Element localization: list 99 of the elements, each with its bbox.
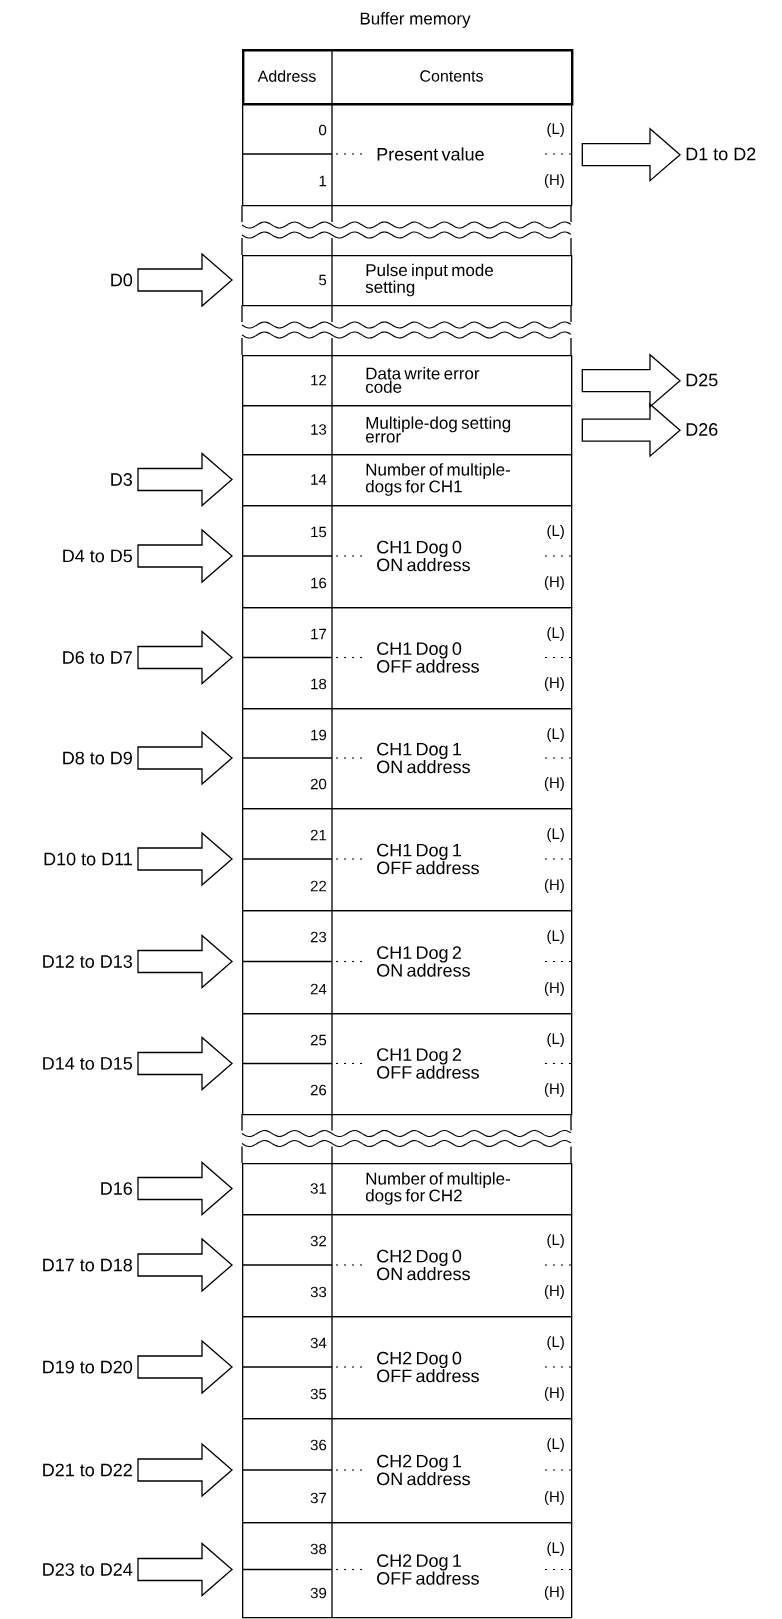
address-number: 35 [310, 1388, 327, 1400]
byte-label: (L) [547, 728, 564, 742]
block-arrow [137, 1339, 233, 1395]
address-number: 36 [310, 1439, 327, 1451]
contents-text: CH1 Dog 2 ON address [377, 946, 470, 977]
address-number: 33 [310, 1286, 327, 1298]
byte-label: (L) [547, 1336, 564, 1350]
device-label: D6 to D7 [63, 651, 132, 664]
address-number: 25 [310, 1034, 327, 1046]
contents-text: Pulse input mode setting [365, 263, 493, 297]
column-heading: Address [257, 70, 316, 82]
address-number: 0 [319, 124, 327, 136]
address-number: 5 [319, 274, 327, 286]
device-label: D4 to D5 [63, 549, 132, 563]
address-number: 12 [311, 374, 327, 386]
title: Buffer memory [360, 12, 471, 28]
byte-label: (L) [547, 525, 564, 539]
block-arrow [137, 252, 233, 308]
byte-label: (H) [544, 982, 564, 996]
device-label: D16 [101, 1182, 132, 1195]
byte-label: (L) [547, 930, 564, 944]
address-number: 21 [310, 829, 327, 841]
contents-text: CH1 Dog 2 OFF address [377, 1048, 479, 1079]
device-label: D0 [111, 273, 133, 287]
address-number: 37 [310, 1492, 327, 1504]
address-number: 16 [311, 577, 327, 589]
contents-text: CH1 Dog 0 OFF address [377, 642, 479, 673]
block-arrow [137, 528, 233, 584]
block-arrow [581, 127, 681, 183]
address-number: 13 [311, 424, 327, 435]
device-label: D21 to D22 [43, 1463, 132, 1477]
device-label: D25 [686, 373, 718, 387]
address-number: 34 [310, 1337, 327, 1349]
block-arrow [137, 934, 233, 989]
byte-label: (L) [547, 627, 564, 641]
byte-label: (H) [544, 576, 564, 590]
address-number: 17 [311, 628, 327, 640]
address-number: 32 [310, 1235, 327, 1247]
byte-label: (H) [544, 777, 564, 791]
contents-text: CH2 Dog 0 ON address [377, 1249, 470, 1281]
byte-label: (H) [544, 174, 564, 188]
device-label: D26 [686, 423, 718, 436]
contents-text: Number of multiple-dogs for CH2 [365, 1172, 510, 1205]
contents-text: Multiple-dog setting error [365, 416, 511, 443]
byte-label: (L) [547, 1234, 564, 1248]
device-label: D23 to D24 [43, 1563, 133, 1576]
device-label: D17 to D18 [43, 1258, 132, 1272]
block-arrow [137, 452, 233, 507]
contents-text: CH1 Dog 1 OFF address [377, 843, 479, 875]
contents-text: Data write error code [365, 367, 480, 393]
address-number: 20 [310, 778, 327, 790]
block-arrow [137, 730, 233, 786]
block-arrow [137, 1036, 233, 1091]
block-arrow [137, 1442, 233, 1498]
block-arrow [137, 1542, 233, 1597]
block-arrow [137, 831, 233, 887]
byte-label: (H) [544, 1586, 564, 1600]
address-number: 22 [310, 880, 327, 892]
block-arrow [137, 1237, 233, 1293]
byte-label: (L) [547, 828, 564, 842]
block-arrow [581, 402, 681, 458]
address-number: 19 [311, 729, 327, 741]
address-number: 15 [311, 526, 327, 538]
contents-text: CH2 Dog 1 ON address [377, 1454, 470, 1486]
contents-text: CH2 Dog 0 OFF address [377, 1351, 479, 1383]
byte-label: (L) [547, 123, 564, 137]
contents-text: Present value [377, 147, 484, 161]
byte-label: (H) [544, 1285, 564, 1299]
block-arrow [137, 630, 233, 685]
byte-label: (H) [544, 1491, 564, 1505]
device-label: D1 to D2 [686, 147, 756, 161]
device-label: D10 to D11 [44, 852, 132, 866]
address-number: 23 [310, 931, 327, 943]
column-heading: Contents [420, 70, 483, 82]
byte-label: (L) [547, 1033, 564, 1047]
byte-label: (L) [547, 1438, 564, 1452]
byte-label: (H) [544, 1083, 564, 1097]
block-arrow [137, 1161, 233, 1216]
device-label: D12 to D13 [43, 955, 132, 968]
address-number: 24 [310, 983, 327, 995]
device-label: D14 to D15 [43, 1057, 132, 1070]
device-label: D8 to D9 [63, 751, 132, 765]
address-number: 31 [310, 1183, 327, 1194]
address-number: 14 [311, 474, 327, 485]
byte-label: (H) [544, 1387, 564, 1401]
byte-label: (H) [544, 677, 564, 691]
byte-label: (L) [547, 1542, 564, 1556]
address-number: 1 [319, 175, 327, 187]
address-number: 39 [310, 1587, 327, 1599]
address-number: 18 [311, 678, 327, 690]
address-number: 26 [310, 1084, 327, 1096]
contents-text: CH1 Dog 0 ON address [377, 540, 470, 572]
device-label: D19 to D20 [43, 1360, 133, 1374]
address-number: 38 [310, 1543, 327, 1555]
byte-label: (H) [544, 879, 564, 893]
device-label: D3 [111, 473, 132, 486]
contents-text: Number of multiple-dogs for CH1 [365, 463, 510, 496]
contents-text: CH1 Dog 1 ON address [377, 742, 470, 774]
contents-text: CH2 Dog 1 OFF address [377, 1554, 479, 1585]
